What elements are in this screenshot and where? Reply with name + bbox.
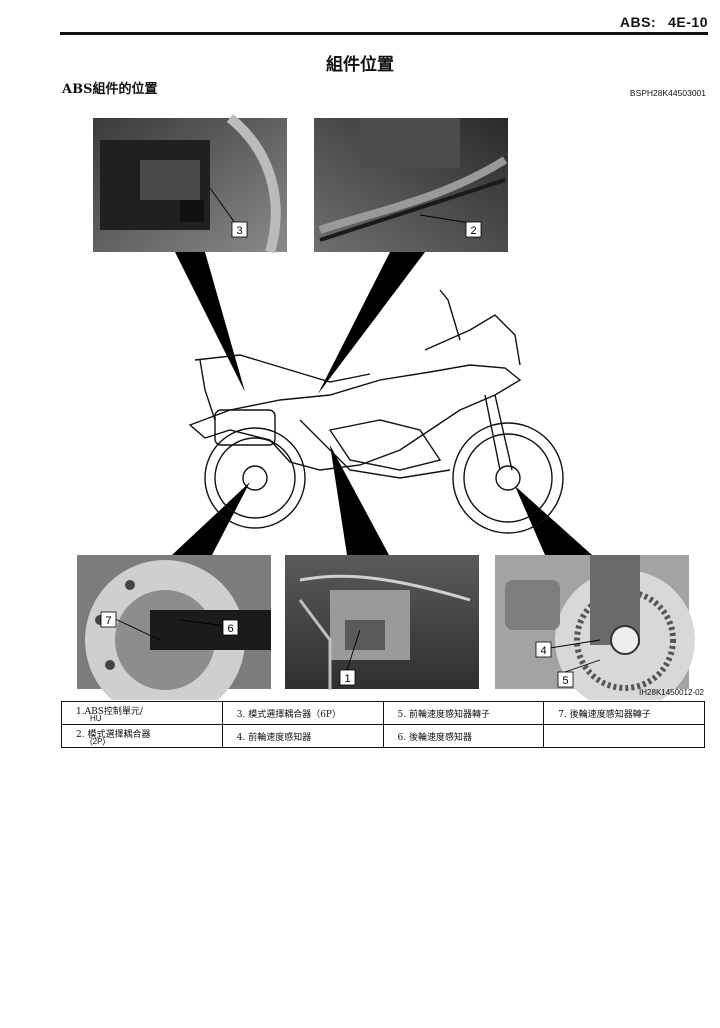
legend-row: 1.ABS控制單元/HU 3. 模式選擇耦合器（6P） 5. 前輪速度感知器轉子…: [61, 701, 705, 725]
callout-label-3: 3: [236, 225, 242, 237]
photo-rear-speed-sensor: [77, 555, 271, 700]
component-location-figure: 3 2 7 6 1 4 5: [77, 114, 695, 700]
page-title: 組件位置: [326, 55, 394, 75]
header-rule: [60, 32, 708, 35]
page-number: 4E-10: [668, 14, 708, 30]
leader-wedge: [515, 486, 592, 555]
callout-6: 6: [222, 619, 239, 636]
legend-cell: 7. 後輪速度感知器轉子: [543, 701, 705, 725]
leader-wedge: [172, 482, 250, 555]
callout-2: 2: [465, 221, 482, 238]
leader-wedge: [175, 252, 245, 392]
doc-code: BSPH28K44503001: [629, 88, 706, 98]
section-label: ABS:: [619, 14, 657, 30]
legend-table: 1.ABS控制單元/HU 3. 模式選擇耦合器（6P） 5. 前輪速度感知器轉子…: [61, 701, 705, 748]
callout-leaders: [112, 187, 601, 673]
callout-label-5: 5: [562, 675, 568, 687]
legend-cell: [543, 724, 705, 748]
running-header: ABS: 4E-10: [620, 14, 708, 30]
legend-cell: 2. 模式選擇耦合器(2P): [61, 724, 223, 748]
section-subtitle: ABS組件的位置: [62, 82, 158, 97]
callout-label-1: 1: [344, 673, 350, 685]
legend-cell: 1.ABS控制單元/HU: [61, 701, 223, 725]
legend-cell: 6. 後輪速度感知器: [382, 724, 545, 748]
callout-1: 1: [339, 669, 356, 686]
callout-label-4: 4: [540, 645, 546, 657]
callout-label-2: 2: [470, 225, 476, 237]
callout-label-6: 6: [227, 623, 233, 635]
leader-wedge: [318, 252, 425, 394]
photo-mode-coupler-6p: [93, 114, 287, 254]
leader-wedge: [330, 445, 389, 555]
callout-5: 5: [557, 671, 574, 688]
photo-abs-control-unit: [285, 555, 479, 690]
legend-cell: 3. 模式選擇耦合器（6P）: [221, 701, 384, 725]
photo-front-speed-sensor: [495, 555, 695, 700]
callout-7: 7: [100, 611, 117, 628]
legend-row: 2. 模式選擇耦合器(2P) 4. 前輪速度感知器 6. 後輪速度感知器: [61, 724, 705, 748]
legend-cell: 5. 前輪速度感知器轉子: [382, 701, 545, 725]
figure-id: IH28K1450012-02: [639, 688, 704, 697]
legend-cell: 4. 前輪速度感知器: [221, 724, 384, 748]
callout-label-7: 7: [105, 615, 111, 627]
motorcycle-illustration: [188, 289, 564, 534]
callout-3: 3: [231, 221, 248, 238]
callout-4: 4: [535, 641, 552, 658]
